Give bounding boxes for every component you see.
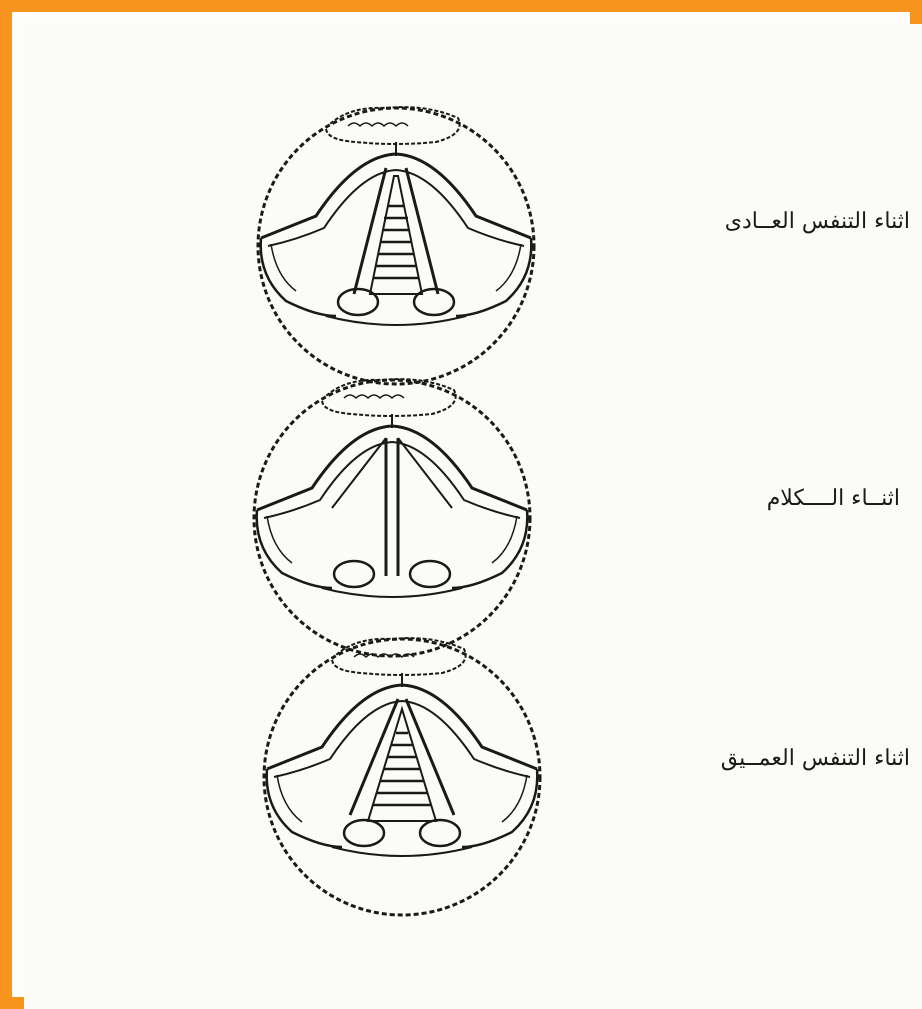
label-quiet-breathing: اثناء التنفس العــادى — [725, 209, 910, 234]
figure-deep-breathing — [264, 638, 540, 915]
label-deep-breathing: اثناء التنفس العمــيق — [721, 746, 910, 771]
vocal-cord-figures — [24, 24, 922, 1009]
figure-phonation — [254, 379, 530, 656]
diagram-page: اثناء التنفس العــادى اثنــاء الــــكلام… — [24, 24, 922, 1009]
label-phonation: اثنــاء الــــكلام — [767, 486, 900, 511]
figure-quiet-breathing — [258, 107, 534, 384]
